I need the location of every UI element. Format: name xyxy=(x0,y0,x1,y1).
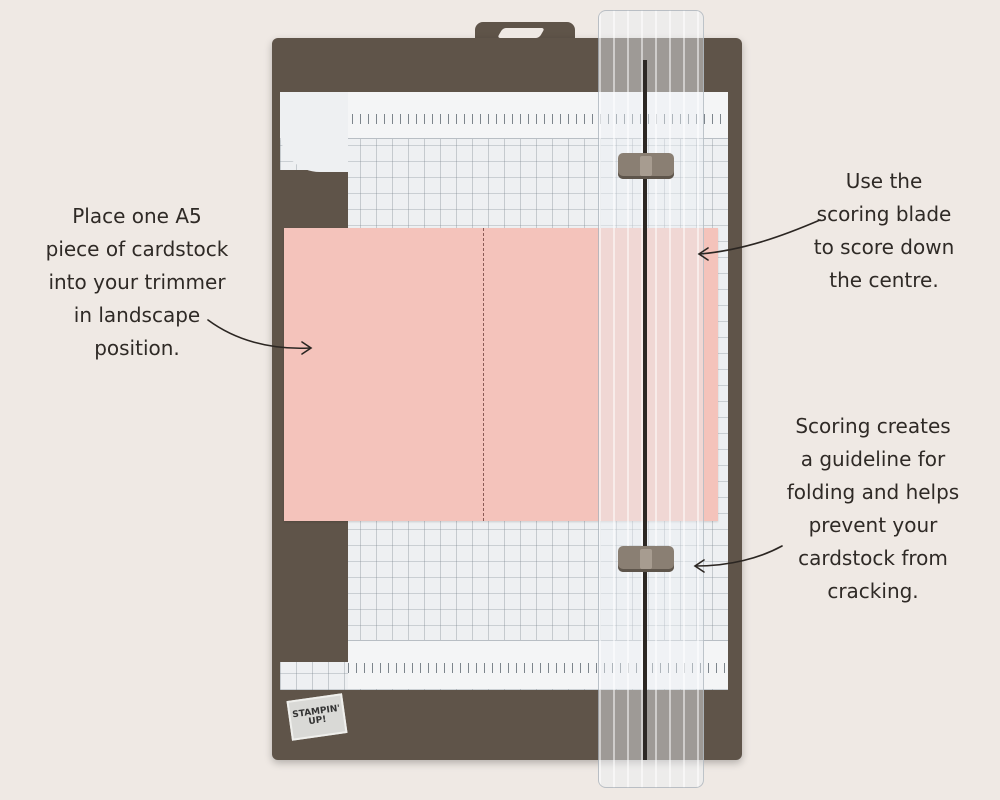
note-line: Scoring creates xyxy=(795,414,951,438)
note-line: cardstock from xyxy=(798,546,948,570)
guide-notch xyxy=(280,92,348,172)
arrow-head xyxy=(693,559,705,573)
note-line: scoring blade xyxy=(816,202,952,226)
note-line: Use the xyxy=(845,169,923,193)
arrow-to-cardstock xyxy=(207,319,311,350)
note-line: a guideline for xyxy=(800,447,946,471)
blade-track xyxy=(643,60,647,760)
note-line: to score down xyxy=(813,235,955,259)
arrow-head xyxy=(301,341,313,355)
arrow-head xyxy=(697,247,709,261)
note-place-cardstock: Place one A5 piece of cardstock into you… xyxy=(30,200,244,365)
note-line: prevent your xyxy=(808,513,938,537)
note-score-centre: Use the scoring blade to score down the … xyxy=(784,165,984,297)
note-line: into your trimmer xyxy=(48,270,226,294)
arrow-to-bottom-handle xyxy=(695,545,783,567)
score-line xyxy=(483,228,484,521)
note-line: cracking. xyxy=(827,579,919,603)
note-line: folding and helps xyxy=(786,480,960,504)
note-line: in landscape xyxy=(73,303,201,327)
note-line: Place one A5 xyxy=(72,204,202,228)
note-scoring-benefit: Scoring creates a guideline for folding … xyxy=(768,410,978,608)
note-line: position. xyxy=(94,336,180,360)
blade-handle-top xyxy=(618,153,674,179)
cutting-rail xyxy=(598,10,704,788)
arrow-to-scoring-blade xyxy=(699,219,821,255)
blade-handle-bottom xyxy=(618,546,674,572)
note-line: piece of cardstock xyxy=(45,237,229,261)
note-line: the centre. xyxy=(829,268,939,292)
